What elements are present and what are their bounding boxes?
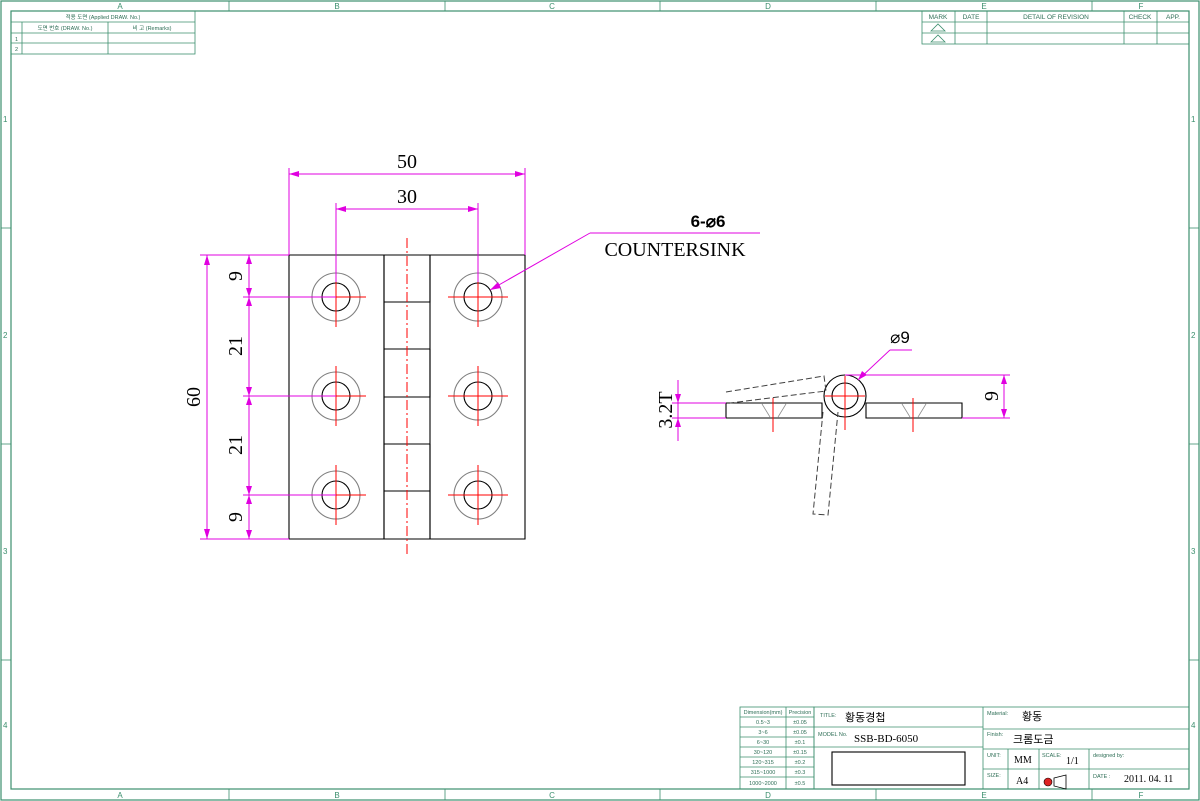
zone-row-4-right: 4 — [1191, 721, 1196, 730]
tolerance-value: ±0.05 — [793, 730, 807, 736]
title-block: TITLE: 황동경첩 MODEL No. SSB-BD-6050 Materi… — [813, 706, 1190, 790]
date-label: DATE : — [1093, 774, 1111, 780]
applied-block-drawing-col: 도면 번호 (DRAW. No.) — [38, 24, 93, 32]
countersink-hole — [448, 366, 508, 426]
countersink-note: COUNTERSINK — [604, 239, 746, 261]
zone-col-b-top: B — [334, 2, 339, 11]
tolerance-value: ±0.1 — [795, 740, 806, 746]
hinge-front-view — [288, 238, 526, 556]
tolerance-range: 1000~2000 — [749, 781, 777, 787]
applied-block-remarks-col: 비 고 (Remarks) — [133, 24, 172, 32]
rotated-leaf-top-phantom — [725, 375, 827, 404]
size-value: A4 — [1016, 776, 1028, 787]
zone-col-c-bottom: C — [549, 791, 555, 800]
dim-thickness: 3.2T — [655, 391, 677, 428]
revision-header-detail: DETAIL OF REVISION — [1023, 14, 1089, 21]
tolerance-value: ±0.05 — [793, 720, 807, 726]
size-label: SIZE: — [987, 773, 1001, 779]
tolerance-value: ±0.5 — [795, 781, 806, 787]
unit-value: MM — [1014, 755, 1032, 766]
countersink-hole — [448, 465, 508, 525]
dim-bottom-edge: 9 — [225, 512, 247, 522]
scale-value: 1/1 — [1066, 756, 1079, 767]
finish-label: Finish: — [987, 732, 1004, 738]
dim-pitch-1: 21 — [225, 336, 247, 356]
finish-value: 크롬도금 — [1013, 733, 1053, 746]
unit-label: UNIT: — [987, 753, 1001, 759]
applied-block-title: 적용 도면 (Applied DRAW. No.) — [66, 13, 141, 21]
tolerance-range: 30~120 — [754, 750, 773, 756]
zone-row-1-left: 1 — [3, 115, 8, 124]
tolerance-range: 3~6 — [758, 730, 767, 736]
zone-labels: A B C D E F A B C D E F 1 2 3 4 1 2 3 4 — [3, 2, 1196, 800]
zone-row-2-right: 2 — [1191, 331, 1196, 340]
model-label: MODEL No. — [818, 732, 848, 738]
tolerance-value: ±0.3 — [795, 770, 806, 776]
date-value: 2011. 04. 11 — [1124, 774, 1173, 785]
applied-block-row-1: 1 — [15, 37, 18, 43]
dim-hole-spacing: 30 — [397, 186, 417, 208]
side-left-plate — [725, 402, 823, 419]
knuckle-lines-right — [384, 254, 431, 540]
zone-col-e-top: E — [981, 2, 986, 11]
rotated-leaf-down-phantom — [812, 411, 839, 516]
hole-spec-callout: 6-⌀6 — [691, 212, 726, 231]
tolerance-table: Dimension(mm) Precision 0.5~3 ±0.05 3~6 … — [739, 706, 815, 790]
applied-drawing-block: 적용 도면 (Applied DRAW. No.) 도면 번호 (DRAW. N… — [10, 10, 196, 55]
front-view-dimensions: 50 30 60 9 21 21 9 6-⌀6 — [183, 151, 760, 540]
model-number: SSB-BD-6050 — [854, 733, 919, 745]
material-label: Material: — [987, 711, 1009, 717]
zone-col-a-top: A — [117, 2, 123, 11]
zone-col-e-bottom: E — [981, 791, 986, 800]
pin-diameter-callout: ⌀9 — [890, 328, 910, 347]
tolerance-range: 315~1000 — [751, 770, 776, 776]
tolerance-range: 120~315 — [752, 760, 774, 766]
projection-symbol-icon — [1043, 774, 1067, 790]
scale-label: SCALE: — [1042, 753, 1062, 759]
revision-header-check: CHECK — [1129, 14, 1152, 21]
dim-overall-height: 60 — [183, 387, 205, 407]
dim-pitch-2: 21 — [225, 435, 247, 455]
revision-header-app: APP. — [1166, 14, 1180, 21]
hinge-side-view — [725, 374, 963, 516]
zone-row-3-right: 3 — [1191, 547, 1196, 556]
zone-col-a-bottom: A — [117, 791, 123, 800]
side-view-dimensions: ⌀9 3.2T 9 — [655, 328, 1010, 441]
tolerance-value: ±0.15 — [793, 750, 807, 756]
side-right-plate — [865, 402, 963, 419]
zone-col-d-bottom: D — [765, 791, 771, 800]
title-label: TITLE: — [820, 713, 837, 719]
drawing-title: 황동경첩 — [845, 711, 885, 724]
zone-col-d-top: D — [765, 2, 771, 11]
revision-triangle-icon — [930, 23, 946, 32]
tolerance-range: 0.5~3 — [756, 720, 770, 726]
tolerance-header-dimension: Dimension(mm) — [744, 710, 783, 716]
tolerance-header-precision: Precision — [789, 710, 812, 716]
zone-col-f-bottom: F — [1139, 791, 1144, 800]
zone-row-2-left: 2 — [3, 331, 8, 340]
dim-top-edge: 9 — [225, 271, 247, 281]
zone-col-c-top: C — [549, 2, 555, 11]
dim-side-height: 9 — [981, 391, 1003, 401]
revision-triangle-icon — [930, 34, 946, 43]
title-empty-box — [831, 751, 966, 786]
zone-row-3-left: 3 — [3, 547, 8, 556]
knuckle-lines-left — [383, 255, 430, 539]
revision-header-mark: MARK — [929, 14, 948, 21]
revision-block: MARK DATE DETAIL OF REVISION CHECK APP. — [921, 10, 1190, 45]
tolerance-value: ±0.2 — [795, 760, 806, 766]
applied-block-row-2: 2 — [15, 47, 18, 53]
zone-row-1-right: 1 — [1191, 115, 1196, 124]
designed-by-label: designed by: — [1093, 753, 1125, 759]
zone-col-f-top: F — [1139, 2, 1144, 11]
zone-row-4-left: 4 — [3, 721, 8, 730]
revision-header-date: DATE — [963, 14, 981, 21]
material-value: 황동 — [1022, 710, 1042, 723]
zone-col-b-bottom: B — [334, 791, 339, 800]
tolerance-range: 6~30 — [757, 740, 769, 746]
dim-overall-width: 50 — [397, 151, 417, 173]
